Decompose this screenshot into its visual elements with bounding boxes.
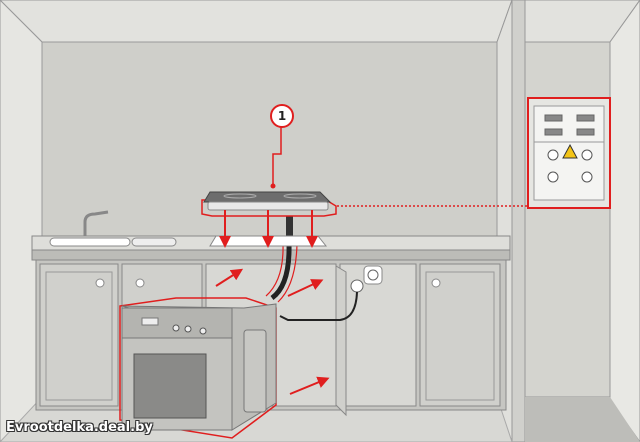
warning-icon: [562, 143, 578, 159]
arrow-ventilation: [289, 376, 330, 395]
arrow-ventilation: [287, 279, 324, 297]
watermark: Evrootdelka.deal.by: [6, 420, 153, 435]
side-room-wall: [524, 41, 611, 398]
arrow-ventilation: [215, 268, 244, 287]
ceiling: [0, 0, 513, 43]
plug: [350, 279, 364, 293]
sink: [49, 237, 131, 247]
faucet: [83, 210, 109, 236]
oven-window: [133, 353, 207, 419]
power-socket: [363, 265, 383, 285]
callout-circle: [270, 104, 294, 128]
callout-number: 1: [277, 109, 287, 123]
cabinet-door-open: [335, 265, 347, 417]
oven-display: [141, 317, 159, 326]
callout-leader: [272, 125, 282, 186]
oven-cable: [279, 291, 358, 321]
